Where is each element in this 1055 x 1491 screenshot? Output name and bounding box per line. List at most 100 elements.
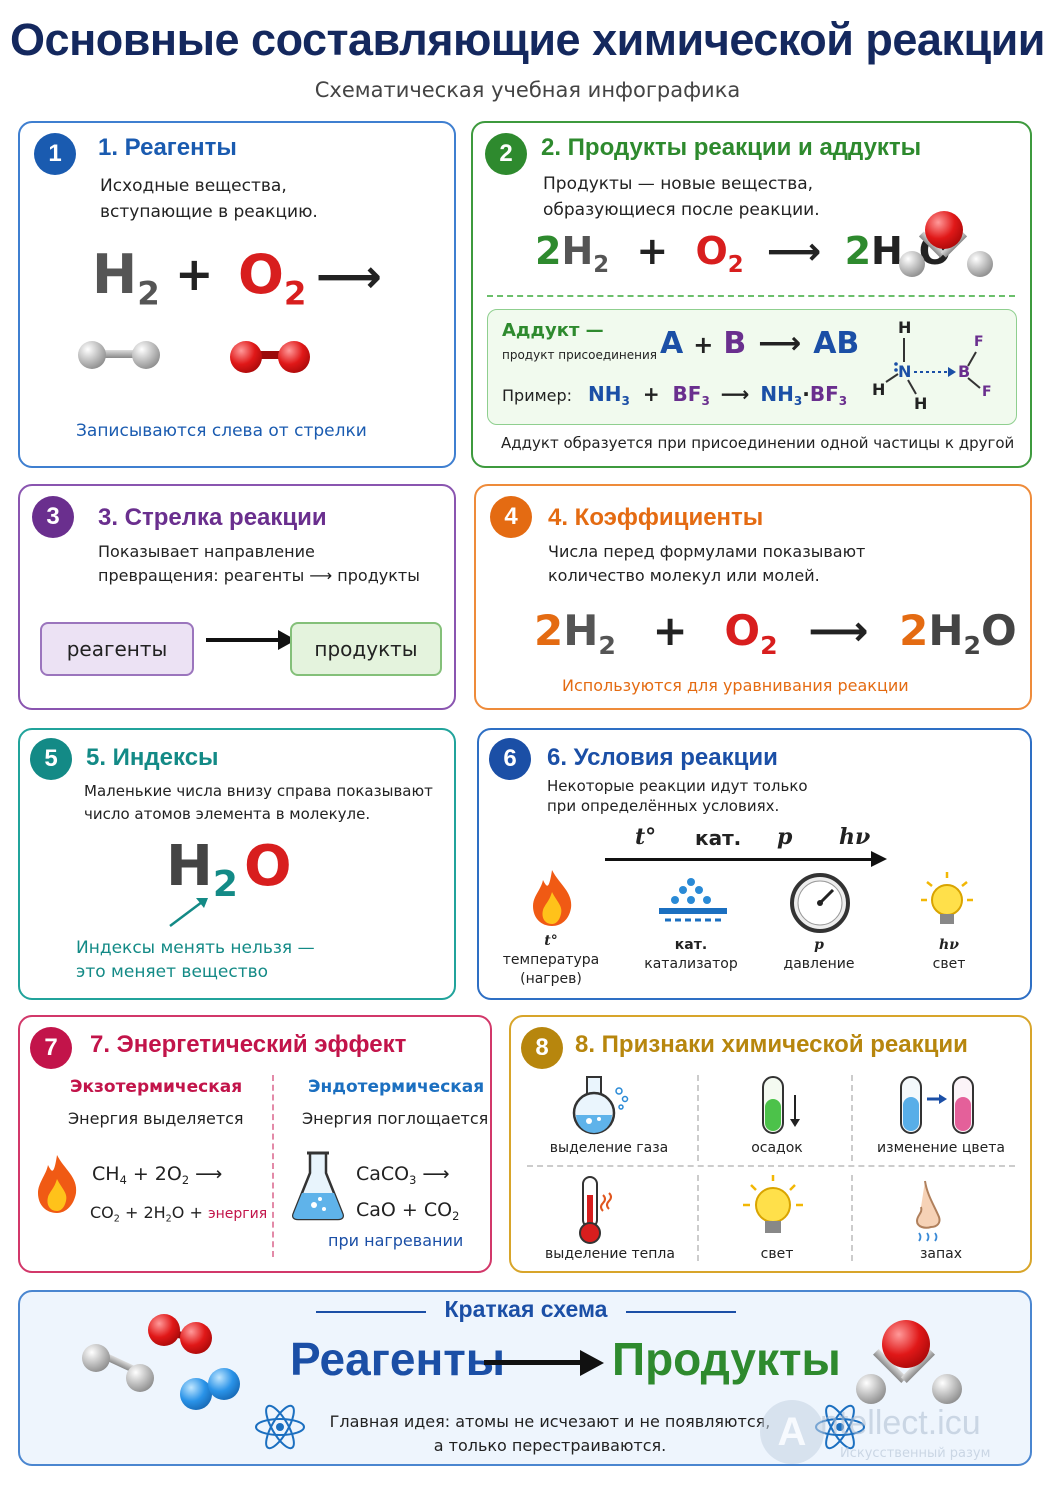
card-note: Используются для уравнивания реакции (562, 676, 909, 695)
flame-icon (38, 1155, 77, 1213)
summary-title: Краткая схема (444, 1296, 608, 1322)
endo-note: при нагревании (328, 1231, 464, 1250)
card-title: 1. Реагенты (98, 134, 237, 161)
arrow-icon: ⟶ (316, 249, 382, 303)
summary-rule-left (316, 1311, 426, 1313)
reagents-box: реагенты (40, 622, 194, 676)
card-signs: 8 8. Признаки химической реакции (509, 1015, 1032, 1273)
endo-title: Эндотермическая (308, 1077, 485, 1097)
endo-equation-line1: CaCO3 ⟶ (356, 1163, 450, 1187)
divider (697, 1175, 699, 1261)
card-note: Индексы менять нельзя —это меняет вещест… (76, 938, 315, 982)
sign-label: изменение цвета (877, 1140, 1005, 1156)
card-title: 3. Стрелка реакции (98, 504, 327, 531)
card-title: 7. Энергетический эффект (90, 1031, 407, 1058)
adduct-label: Аддукт — (502, 320, 604, 341)
balanced-equation: 2H2 + O2 ⟶ 2H2O (534, 606, 1017, 660)
condition-caption: кат. катализатор (644, 937, 738, 972)
sign-label: свет (760, 1246, 794, 1262)
catalyst-icon (659, 878, 727, 922)
page-title: Основные составляющие химической реакции (10, 14, 1045, 65)
flask-icon (291, 1151, 345, 1221)
atom-label: N (898, 362, 912, 381)
atom-label: B (958, 362, 971, 381)
thermometer-icon (579, 1176, 612, 1244)
atom-label: H (914, 394, 928, 413)
nose-icon (915, 1180, 941, 1242)
endo-equation-line2: CaO + CO2 (356, 1199, 460, 1223)
o2-formula: O2 (238, 243, 307, 313)
card-description: Исходные вещества,вступающие в реакцию. (100, 176, 318, 222)
exo-title: Экзотермическая (70, 1077, 243, 1097)
adduct-description: продукт присоединения (502, 348, 658, 362)
card-indices: 5 5. Индексы Маленькие числа внизу справ… (18, 728, 456, 1000)
card-title: 2. Продукты реакции и аддукты (541, 134, 922, 161)
card-conditions: 6 6. Условия реакции Некоторые реакции и… (477, 728, 1032, 1000)
nh3-bf3-structure: H N H H B F F (860, 314, 1010, 418)
divider (697, 1075, 699, 1161)
card-title: 4. Коэффициенты (548, 504, 764, 531)
condition-caption: t° температура(нагрев) (502, 933, 600, 987)
summary-products: Продукты (612, 1333, 841, 1385)
sign-label: выделение газа (549, 1140, 669, 1156)
card-number: 6 (489, 738, 531, 780)
card-number: 3 (32, 496, 74, 538)
conditions-arrow (605, 858, 875, 861)
atom-icon (815, 1404, 865, 1450)
card-note: Записываются слева от стрелки (76, 421, 367, 441)
card-title: 5. Индексы (86, 744, 219, 771)
atom-label: F (974, 334, 984, 350)
card-energy: 7 7. Энергетический эффект Экзотермическ… (18, 1015, 492, 1273)
divider (527, 1165, 1015, 1167)
sign-label: осадок (751, 1140, 803, 1156)
summary-panel: Краткая схема Реагенты Продукты Главная … (18, 1290, 1032, 1466)
condition-caption: hν свет (932, 937, 966, 972)
watermark-brand: ntellect.icu (820, 1404, 981, 1442)
precipitate-tube-icon (762, 1076, 800, 1134)
gas-flask-icon (572, 1076, 629, 1135)
divider (851, 1075, 853, 1161)
lightbulb-icon (921, 872, 973, 924)
summary-reagents: Реагенты (290, 1333, 506, 1385)
condition-label: t° (635, 824, 657, 850)
example-label: Пример: (502, 386, 573, 405)
plus-sign: + (175, 247, 214, 301)
divider (272, 1075, 274, 1257)
color-change-icon (900, 1076, 974, 1134)
product-equation: 2H2 + O2 ⟶ 2H2O (535, 229, 951, 278)
adduct-box: Аддукт — продукт присоединения A+B⟶AB Пр… (487, 309, 1017, 425)
pointer-arrow-icon (169, 898, 208, 927)
sign-label: запах (919, 1246, 963, 1262)
arrow-head (580, 1350, 604, 1376)
example-equation: NH3 + BF3 ⟶ NH3·BF3 (588, 382, 848, 409)
card-number: 7 (30, 1027, 72, 1069)
atom-label: F (982, 384, 992, 400)
divider (851, 1175, 853, 1261)
card-title: 8. Признаки химической реакции (575, 1031, 968, 1058)
card-number: 8 (521, 1027, 563, 1069)
atom-icon (255, 1404, 305, 1450)
condition-caption: p давление (783, 937, 855, 972)
flame-icon (533, 870, 572, 926)
h2-formula: H2 (92, 243, 160, 313)
card-title: 6. Условия реакции (547, 744, 778, 771)
card-number: 1 (34, 133, 76, 175)
page-subtitle: Схематическая учебная инфографика (314, 78, 741, 102)
endo-description: Энергия поглощается (302, 1109, 489, 1128)
card-arrow: 3 3. Стрелка реакции Показывает направле… (18, 484, 456, 710)
exo-equation-line1: CH4 + 2O2 ⟶ (92, 1163, 223, 1187)
arrow-icon (206, 638, 284, 642)
watermark-logo-icon: A (760, 1400, 824, 1464)
gauge-icon (790, 873, 850, 933)
condition-label: hν (839, 824, 871, 850)
condition-label: кат. (695, 826, 742, 850)
arrow-head (871, 851, 887, 867)
atom-label: H (898, 318, 912, 337)
exo-equation-line2: CO2 + 2H2O + энергия (90, 1203, 268, 1225)
card-coefficients: 4 4. Коэффициенты Числа перед формулами … (474, 484, 1032, 710)
